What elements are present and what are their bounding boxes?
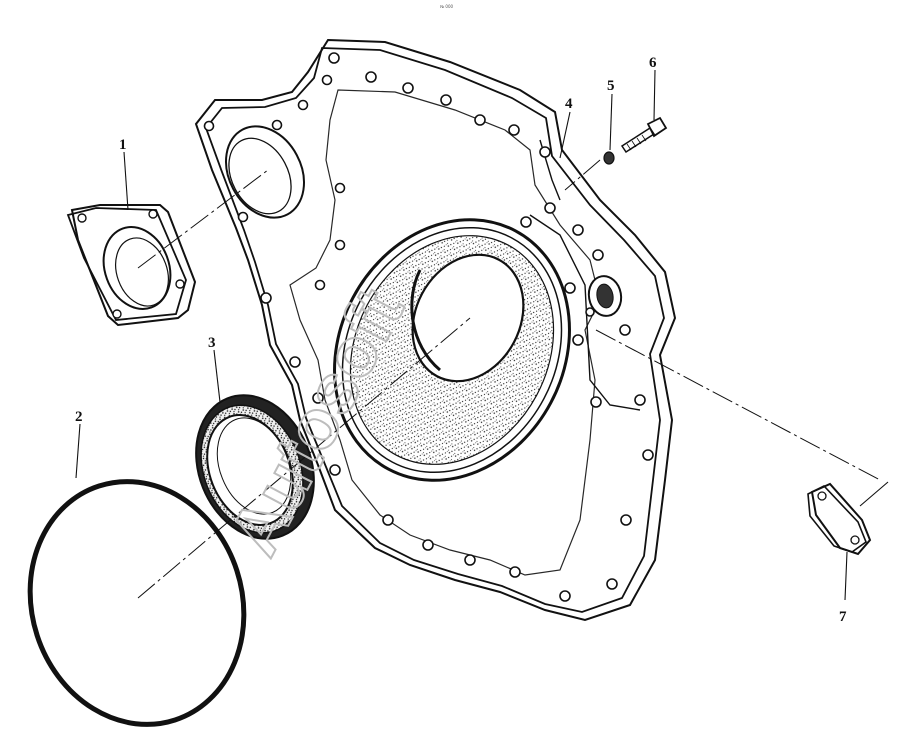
callout-2: 2 (75, 409, 83, 425)
washer (603, 151, 615, 165)
flange-cover (66, 204, 197, 327)
bolt (620, 116, 668, 154)
header-mark: № 000 (440, 4, 454, 9)
callouts: 1 2 3 4 5 6 7 (75, 55, 847, 625)
callout-7: 7 (839, 609, 847, 625)
housing-plate (194, 38, 677, 622)
callout-6: 6 (649, 55, 657, 71)
callout-4: 4 (565, 96, 573, 112)
assembly-lines (137, 159, 881, 599)
callout-3: 3 (208, 335, 216, 351)
callout-1: 1 (119, 137, 127, 153)
o-ring (27, 479, 247, 727)
leader-lines (75, 69, 889, 601)
callout-5: 5 (607, 78, 615, 94)
cover-plate (807, 482, 872, 556)
oil-seal (195, 394, 315, 540)
